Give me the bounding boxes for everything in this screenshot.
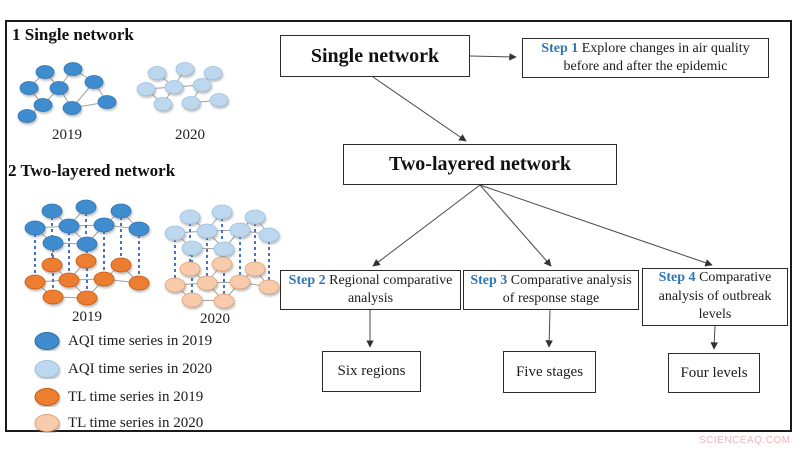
flow-node-five-stages: Five stages bbox=[503, 351, 596, 393]
single-network-2019-diagram bbox=[17, 62, 117, 123]
outcome-label: Six regions bbox=[337, 363, 406, 379]
section-title-two-layered-network: 2 Two-layered network bbox=[8, 161, 176, 180]
arrow-twolayered-to-step4 bbox=[479, 184, 713, 267]
flow-node-step3: Step 3 Comparative analysis of response … bbox=[463, 270, 639, 310]
legend-label: TL time series in 2019 bbox=[68, 388, 204, 405]
flow-node-four-levels: Four levels bbox=[668, 353, 760, 393]
watermark: SCIENCEAQ.COM bbox=[699, 435, 791, 446]
outcome-label: Four levels bbox=[680, 364, 748, 381]
arrow-single-to-step1 bbox=[469, 53, 517, 61]
legend-item-tl-2019: TL time series in 2019 bbox=[33, 387, 203, 407]
legend-swatch-tl-2019 bbox=[34, 388, 60, 406]
flow-node-six-regions: Six regions bbox=[322, 351, 421, 392]
legend-item-tl-2020: TL time series in 2020 bbox=[33, 413, 203, 433]
year-label-layered-2019: 2019 bbox=[72, 309, 102, 325]
two-layered-network-2019-diagram bbox=[24, 199, 150, 306]
step4-text: Comparative analysis of outbreak levels bbox=[658, 270, 772, 323]
single-network-2020-diagram bbox=[136, 62, 229, 111]
step1-label: Step 1 bbox=[541, 40, 579, 56]
outcome-label: Five stages bbox=[515, 363, 584, 380]
tl-layer-nodes-2019 bbox=[24, 253, 150, 306]
step4-label: Step 4 bbox=[658, 270, 696, 286]
aqi-layer-nodes-2019 bbox=[24, 199, 150, 252]
step3-text: Comparative analysis of response stage bbox=[502, 272, 632, 306]
step3-label: Step 3 bbox=[470, 272, 508, 288]
step2-text: Regional comparative analysis bbox=[329, 272, 453, 306]
flow-node-single-network: Single network bbox=[280, 35, 470, 77]
legend-label: AQI time series in 2019 bbox=[68, 332, 213, 349]
two-layered-network-2020-diagram bbox=[164, 204, 280, 309]
figure-frame: 1 Single network 2019 bbox=[5, 20, 792, 432]
arrow-step4-to-outcome bbox=[710, 325, 719, 350]
flow-node-label: Single network bbox=[310, 44, 440, 67]
year-label-layered-2020: 2020 bbox=[200, 311, 230, 327]
flow-node-step1: Step 1 Explore changes in air quality be… bbox=[522, 38, 769, 78]
flow-node-two-layered-network: Two-layered network bbox=[343, 144, 617, 185]
arrow-twolayered-to-step2 bbox=[372, 184, 481, 267]
arrow-step3-to-outcome bbox=[545, 309, 553, 348]
legend-swatch-tl-2020 bbox=[34, 414, 60, 432]
year-label-single-2020: 2020 bbox=[175, 127, 205, 143]
year-label-single-2019: 2019 bbox=[52, 127, 82, 143]
aqi-layer-nodes-2020 bbox=[164, 204, 280, 257]
interlayer-dashed-links bbox=[34, 213, 140, 292]
legend-label: AQI time series in 2020 bbox=[68, 360, 213, 377]
arrow-single-to-twolayered bbox=[372, 76, 467, 142]
flow-node-step2: Step 2 Regional comparative analysis bbox=[280, 270, 461, 310]
legend-label: TL time series in 2020 bbox=[68, 414, 204, 431]
legend-swatch-aqi-2019 bbox=[34, 332, 60, 350]
tl-layer-nodes-2020 bbox=[164, 256, 280, 309]
legend-swatch-aqi-2020 bbox=[34, 360, 60, 378]
network-nodes-aqi-2020 bbox=[136, 62, 229, 111]
flow-node-label: Two-layered network bbox=[388, 153, 571, 175]
legend-item-aqi-2019: AQI time series in 2019 bbox=[33, 331, 212, 351]
flow-node-step4: Step 4 Comparative analysis of outbreak … bbox=[642, 268, 788, 326]
step1-text: Explore changes in air quality before an… bbox=[563, 40, 750, 74]
section-title-single-network: 1 Single network bbox=[12, 25, 134, 44]
legend-item-aqi-2020: AQI time series in 2020 bbox=[33, 359, 212, 379]
interlayer-dashed-links bbox=[174, 218, 270, 295]
step2-label: Step 2 bbox=[288, 272, 326, 288]
network-nodes-aqi-2019 bbox=[17, 62, 117, 123]
arrow-twolayered-to-step3 bbox=[479, 184, 552, 267]
